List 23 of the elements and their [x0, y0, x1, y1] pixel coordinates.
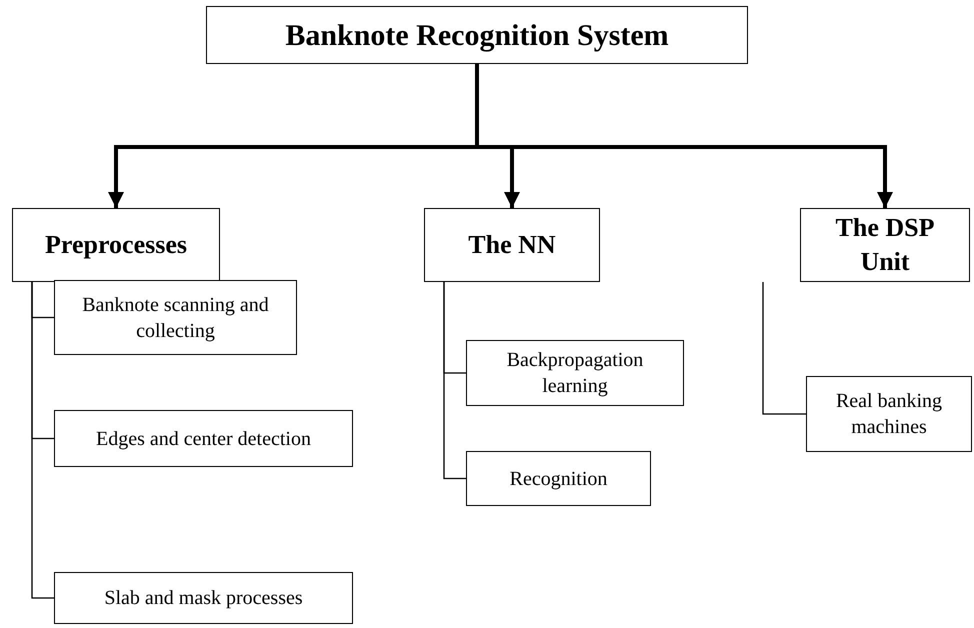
- box-label: The DSP Unit: [834, 212, 936, 278]
- heading-box: [424, 208, 600, 282]
- box-label: Backpropagation learning: [506, 348, 644, 399]
- box-label: Edges and center detection: [96, 426, 311, 452]
- process-box: [466, 451, 651, 506]
- box-label: Slab and mask processes: [104, 586, 303, 611]
- box-label: Preprocesses: [45, 229, 187, 262]
- process-box: [466, 340, 684, 406]
- process-box: [54, 410, 353, 467]
- box-label: Banknote scanning and collecting: [81, 292, 270, 344]
- heading-box: [800, 208, 970, 282]
- connector-line: [31, 282, 54, 599]
- process-box: [54, 572, 353, 624]
- connector-line: [762, 282, 806, 415]
- box-label: The NN: [468, 229, 556, 262]
- box-label: Banknote Recognition System: [285, 18, 669, 54]
- process-box: [806, 376, 972, 452]
- connector-line: [443, 282, 466, 480]
- box-label: Recognition: [510, 466, 608, 492]
- box-label: Real banking machines: [834, 389, 944, 440]
- heading-box: [12, 208, 220, 282]
- process-box: [54, 280, 297, 355]
- heading-box: [206, 6, 748, 64]
